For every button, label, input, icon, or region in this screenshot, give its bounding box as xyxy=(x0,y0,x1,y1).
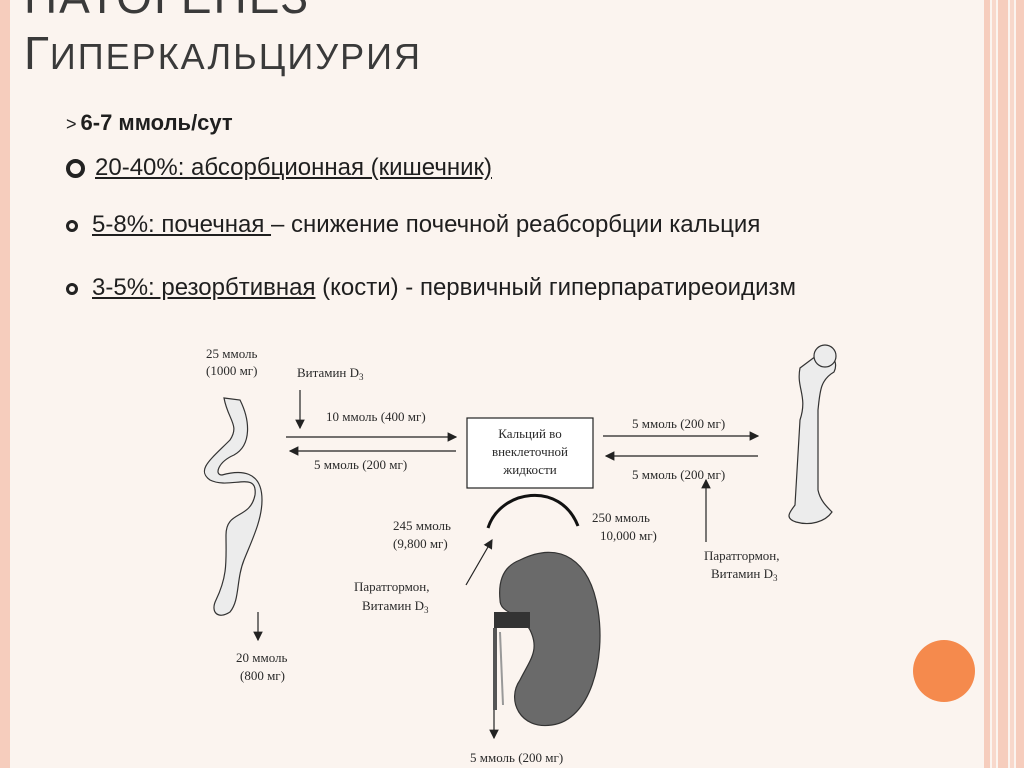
bullet-rest: – снижение почечной реабсорбции кальция xyxy=(271,211,761,238)
kidney-regulator-label: Паратгормон, xyxy=(354,579,430,594)
criterion-text: 6-7 ммоль/сут xyxy=(80,110,233,135)
filtration-arc xyxy=(486,493,580,529)
circle-bullet-icon xyxy=(66,159,85,179)
reabsorption-label: 250 ммоль xyxy=(592,510,650,525)
kidney-regulator-label: Витамин D3 xyxy=(362,598,429,615)
filtration-label: 245 ммоль xyxy=(393,518,451,533)
circle-bullet-icon xyxy=(66,219,78,232)
right-decorative-stripes xyxy=(984,0,1024,768)
absorption-label: 10 ммоль (400 мг) xyxy=(326,409,426,424)
extracellular-calcium-box xyxy=(466,417,594,489)
bullet-item: 20-40%: абсорбционная (кишечник) xyxy=(66,154,492,182)
kidney-regulator-arrow xyxy=(465,538,493,586)
vitamin-d-label: Витамин D3 xyxy=(297,365,364,382)
reabsorption-label: 10,000 мг) xyxy=(600,528,657,543)
criterion-prefix: > xyxy=(66,114,77,134)
feces-label: 20 ммоль xyxy=(236,650,288,665)
bullet-rest: (кости) - первичный гиперпаратиреоидизм xyxy=(315,274,797,301)
criterion-line: >6-7 ммоль/сут xyxy=(66,110,233,136)
top-cut-title: ПАТОГЕНЕЗ xyxy=(24,0,310,24)
bone-regulator-label: Паратгормон, xyxy=(704,548,780,563)
bone-deposit-label: 5 ммоль (200 мг) xyxy=(632,416,725,431)
bone-icon xyxy=(788,344,837,525)
bullet-underlined: 3-5%: резорбтивная xyxy=(92,274,316,301)
bullet-underlined: 5-8%: почечная xyxy=(92,211,272,238)
bullet-underlined: 20-40%: абсорбционная (кишечник) xyxy=(95,154,492,181)
title-first-letter: Г xyxy=(24,27,50,79)
box-label: внеклеточной xyxy=(492,444,568,459)
secretion-label: 5 ммоль (200 мг) xyxy=(314,457,407,472)
kidney-icon xyxy=(493,551,601,727)
urine-label: 5 ммоль (200 мг) xyxy=(470,750,563,765)
intestine-icon xyxy=(203,397,263,616)
filtration-label: (9,800 мг) xyxy=(393,536,448,551)
title-rest: ИПЕРКАЛЬЦИУРИЯ xyxy=(49,36,422,77)
feces-label: (800 мг) xyxy=(240,668,285,683)
box-label: Кальций во xyxy=(498,426,561,441)
bone-resorption-label: 5 ммоль (200 мг) xyxy=(632,467,725,482)
box-label: жидкости xyxy=(502,462,556,477)
bullet-item: 5-8%: почечная – снижение почечной реабс… xyxy=(66,211,760,239)
left-accent-bar xyxy=(0,0,10,768)
intake-label: 25 ммоль xyxy=(206,346,258,361)
bullet-item: 3-5%: резорбтивная (кости) - первичный г… xyxy=(66,274,796,302)
circle-bullet-icon xyxy=(66,282,78,295)
bone-regulator-label: Витамин D3 xyxy=(711,566,778,583)
decorative-orange-circle xyxy=(913,640,975,702)
intake-label: (1000 мг) xyxy=(206,363,257,378)
slide-title: ГИПЕРКАЛЬЦИУРИЯ xyxy=(24,26,422,80)
